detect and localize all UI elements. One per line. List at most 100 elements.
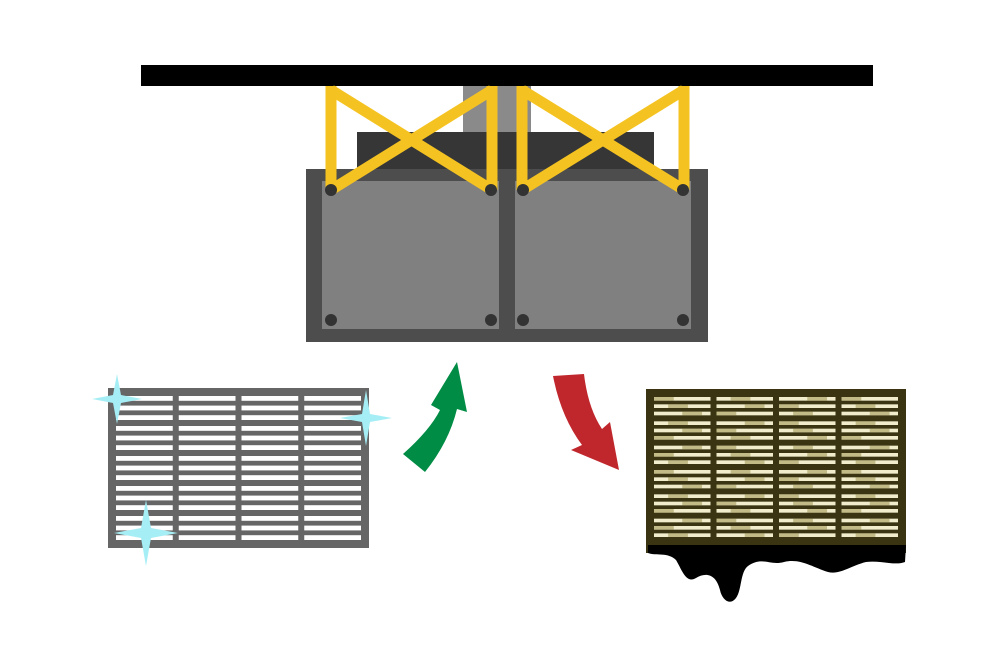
filter-cell bbox=[841, 518, 898, 537]
filter-cell bbox=[779, 445, 836, 464]
filter-stain bbox=[744, 494, 765, 498]
filter-slat bbox=[241, 516, 299, 521]
filter-slat bbox=[779, 460, 836, 464]
filter-slat bbox=[241, 525, 299, 531]
filter-slat bbox=[116, 475, 173, 480]
filter-slat bbox=[241, 435, 299, 441]
filter-slat bbox=[304, 435, 361, 441]
filter-stain bbox=[730, 453, 751, 457]
dirty-filter bbox=[646, 389, 906, 553]
bolt bbox=[485, 314, 497, 326]
filter-slat bbox=[178, 396, 236, 401]
filter-stain bbox=[730, 526, 751, 530]
filter-slat bbox=[116, 486, 173, 491]
filter-slat bbox=[116, 445, 173, 450]
filter-cell bbox=[116, 486, 173, 510]
filter-slat bbox=[304, 465, 361, 471]
filter-slat bbox=[241, 505, 299, 510]
filter-stain bbox=[869, 501, 890, 506]
housing-bolts bbox=[325, 184, 689, 326]
filter-stain bbox=[855, 494, 876, 498]
filter-cell bbox=[841, 470, 898, 489]
filter-stain bbox=[744, 421, 765, 425]
filter-stain bbox=[744, 533, 765, 537]
sparkle-icon bbox=[340, 390, 392, 446]
filter-stain bbox=[793, 411, 813, 416]
sparkle-icon bbox=[114, 500, 178, 566]
filter-slat bbox=[779, 494, 836, 498]
filter-slat bbox=[841, 470, 898, 474]
filter-slat bbox=[716, 445, 773, 450]
filter-stain bbox=[668, 533, 688, 537]
filter-stain bbox=[807, 470, 828, 474]
filter-slat bbox=[304, 445, 361, 450]
filter-stain bbox=[855, 533, 876, 537]
filter-stain bbox=[668, 404, 688, 408]
filter-stain bbox=[716, 484, 737, 489]
filter-slat bbox=[304, 415, 361, 420]
filter-stain bbox=[744, 460, 765, 464]
filter-slat bbox=[178, 435, 236, 441]
filter-slat bbox=[841, 453, 898, 457]
filter-slat bbox=[116, 495, 173, 501]
filter-stain bbox=[668, 494, 688, 498]
filter-stain bbox=[668, 460, 688, 464]
truss-left-diag-b bbox=[328, 85, 495, 195]
filter-stain bbox=[793, 501, 813, 506]
filter-cell bbox=[654, 518, 711, 537]
filter-stain bbox=[841, 436, 862, 440]
filter-stain bbox=[841, 470, 862, 474]
filter-slat bbox=[654, 526, 711, 530]
filter-stain bbox=[869, 445, 890, 450]
filter-slat bbox=[116, 435, 173, 441]
filter-slat bbox=[116, 465, 173, 471]
housing-panel-left bbox=[322, 181, 499, 329]
filter-slat bbox=[241, 475, 299, 480]
filter-slat bbox=[716, 484, 773, 489]
filter-cell bbox=[304, 396, 361, 420]
filter-stain bbox=[779, 404, 799, 408]
filter-slat bbox=[304, 505, 361, 510]
filter-stain bbox=[855, 460, 876, 464]
filter-cell bbox=[716, 445, 773, 464]
filter-cell bbox=[779, 470, 836, 489]
filter-cell bbox=[241, 396, 299, 420]
filter-stain bbox=[654, 397, 674, 401]
filter-stain bbox=[869, 411, 890, 416]
filter-stain bbox=[793, 445, 813, 450]
filter-cell bbox=[178, 396, 236, 420]
filter-slat bbox=[716, 428, 773, 433]
curved-arrow-down-icon bbox=[553, 374, 619, 470]
filter-stain bbox=[807, 453, 828, 457]
filter-stain bbox=[682, 518, 703, 523]
filter-slat bbox=[779, 533, 836, 537]
bolt bbox=[517, 184, 529, 196]
filter-stain bbox=[855, 421, 876, 425]
filter-slat bbox=[654, 470, 711, 474]
filter-slat bbox=[241, 405, 299, 411]
filter-stain bbox=[793, 428, 813, 433]
filter-slat bbox=[716, 501, 773, 506]
filter-slat bbox=[116, 456, 173, 461]
filter-stain bbox=[841, 397, 862, 401]
filter-cell bbox=[178, 456, 236, 480]
filter-cell bbox=[178, 516, 236, 540]
filter-stain bbox=[779, 460, 799, 464]
filter-stain bbox=[779, 494, 799, 498]
filter-cell bbox=[779, 494, 836, 513]
filter-slat bbox=[116, 396, 173, 401]
filter-stain bbox=[779, 533, 799, 537]
filter-stain bbox=[668, 421, 688, 425]
filter-cell bbox=[304, 516, 361, 540]
filter-slat bbox=[178, 445, 236, 450]
filter-stain bbox=[730, 436, 751, 440]
filter-stain bbox=[654, 470, 674, 474]
filter-slat bbox=[178, 405, 236, 411]
bolt bbox=[325, 314, 337, 326]
filter-stain bbox=[744, 477, 765, 481]
filter-slat bbox=[241, 426, 299, 431]
filter-cell bbox=[654, 445, 711, 464]
sparkle-icon bbox=[92, 374, 142, 424]
filter-cell bbox=[654, 494, 711, 513]
